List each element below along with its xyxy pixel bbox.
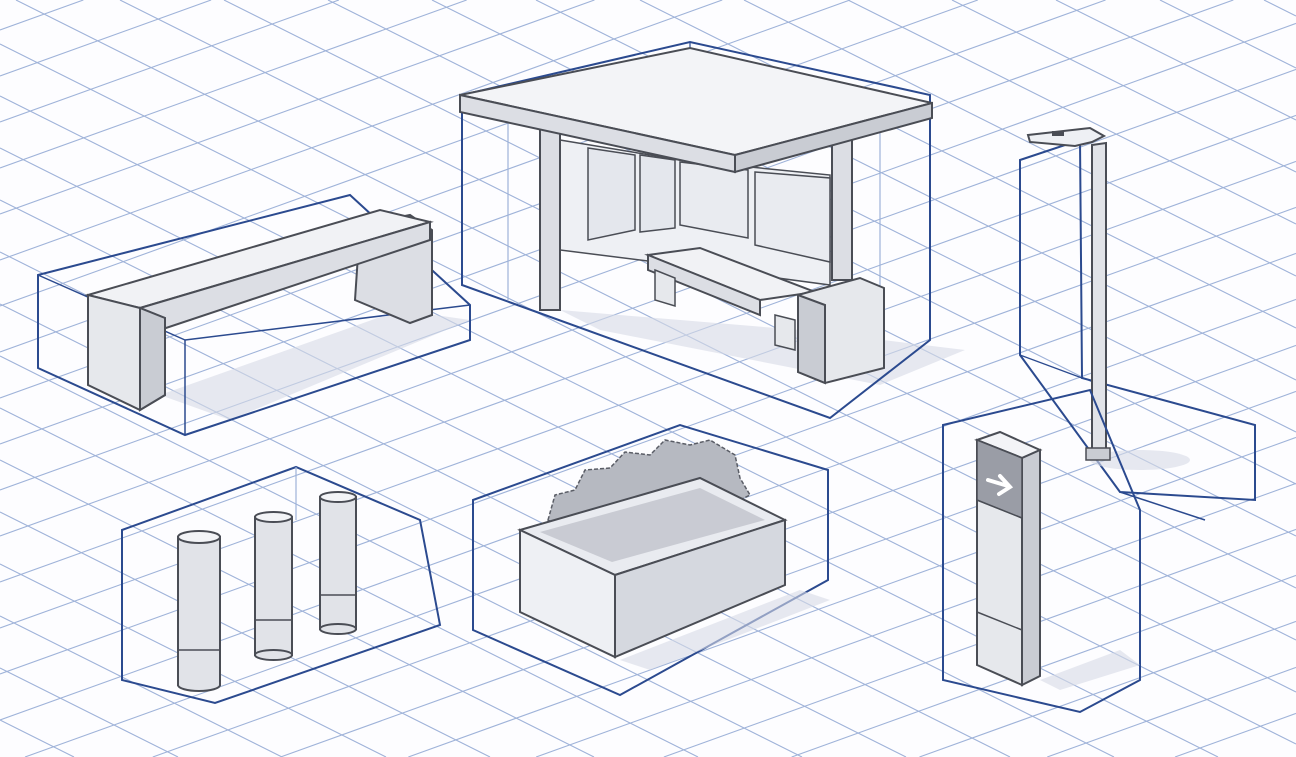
bench-bounding-box xyxy=(37,193,471,437)
wayfinding-sign xyxy=(942,388,1141,714)
grid-line xyxy=(919,620,1296,757)
lamp-bounding-box xyxy=(1019,138,1256,502)
grid-line xyxy=(0,0,595,215)
grid-line xyxy=(791,574,1296,757)
grid-line xyxy=(743,0,1296,277)
grid-line xyxy=(0,667,179,757)
grid-line xyxy=(951,0,1296,173)
grid-line xyxy=(0,251,1011,757)
grid-line xyxy=(0,0,84,31)
grid-line xyxy=(0,511,491,757)
grid-line xyxy=(408,436,1296,757)
planter-bounding-box xyxy=(472,423,829,697)
grid-line xyxy=(1159,0,1296,69)
bollards xyxy=(121,465,442,705)
grid-line xyxy=(0,355,803,757)
grid-line xyxy=(0,0,340,123)
grid-line xyxy=(0,43,1296,693)
grid-line xyxy=(847,0,1296,225)
bollard xyxy=(319,491,357,635)
grid-line xyxy=(1263,0,1296,17)
grid-line xyxy=(0,459,595,757)
grid-line xyxy=(280,390,1296,757)
grid-line xyxy=(1055,0,1296,121)
grid-line xyxy=(0,0,212,77)
grid-line xyxy=(535,482,1296,757)
grid-line xyxy=(1047,666,1296,757)
bollard xyxy=(254,511,293,661)
arrow-right-icon xyxy=(986,474,1014,496)
grid-line xyxy=(0,615,283,757)
street-lamp xyxy=(1019,126,1256,521)
planter xyxy=(472,423,830,697)
bench xyxy=(37,193,471,437)
bus-shelter xyxy=(459,40,965,420)
shelter-roof xyxy=(459,46,933,157)
grid-line xyxy=(0,719,75,757)
grid-line xyxy=(1174,712,1296,757)
bench-shadow xyxy=(160,310,470,420)
grid-line xyxy=(0,0,467,169)
bollard xyxy=(177,530,221,692)
grid-line xyxy=(0,95,1296,745)
grid-line xyxy=(0,0,723,261)
